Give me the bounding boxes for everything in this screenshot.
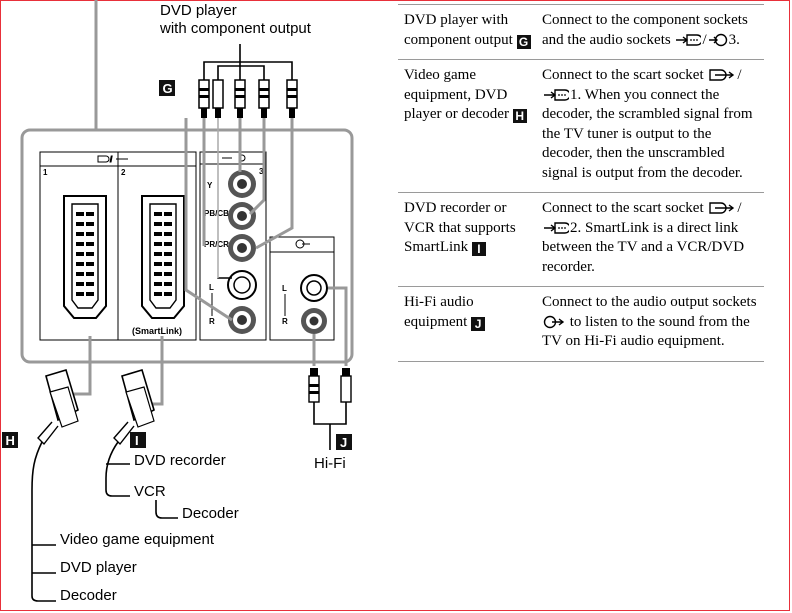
description-text: Connect to the audio output sockets	[542, 294, 757, 310]
description-text-end: 1. When you connect the decoder, the scr…	[542, 86, 753, 181]
connection-diagram: DVD player with component output G	[2, 0, 354, 604]
rca-plugs-top	[198, 79, 298, 118]
device-name: Hi-Fi audio equipment	[404, 294, 474, 330]
description-separator: /	[737, 200, 742, 216]
pb-label: PB/CB	[204, 209, 229, 218]
description-cell: Connect to the scart socket / 2. SmartLin…	[536, 192, 764, 287]
device-h-video-game: Video game equipment	[60, 531, 215, 548]
out-l-label: L	[282, 284, 287, 293]
description-cell: Connect to the scart socket / 1. When you…	[536, 59, 764, 193]
y-label: Y	[207, 181, 213, 190]
slot3-number: 3	[259, 167, 264, 176]
device-i-vcr: VCR	[134, 483, 166, 500]
scart-io-icon	[709, 202, 735, 214]
device-badge: J	[471, 316, 486, 331]
slot2-number: 2	[121, 168, 126, 177]
jack-pb	[228, 202, 256, 230]
device-i-dvd-recorder: DVD recorder	[134, 452, 226, 469]
connection-table: DVD player with component output G Conne…	[398, 4, 764, 362]
l-label: L	[209, 283, 214, 292]
description-text-end: 3.	[728, 31, 740, 48]
r-label: R	[209, 317, 215, 326]
jack-out-r	[301, 308, 327, 334]
device-badge: G	[516, 34, 531, 49]
svg-text:H: H	[6, 433, 15, 448]
scart-socket-1	[63, 195, 107, 319]
input-arrow-icon	[544, 221, 569, 234]
source-label-line2: with component output	[159, 20, 312, 37]
device-cell: Hi-Fi audio equipment J	[398, 286, 536, 362]
device-cell: DVD recorder or VCR that supports SmartL…	[398, 192, 536, 287]
badge-j: J	[336, 434, 352, 450]
jack-y	[228, 170, 256, 198]
hifi-cable-join	[313, 402, 347, 450]
table-row: Hi-Fi audio equipment J Connect to the a…	[398, 286, 764, 362]
scart-plug-i	[113, 369, 155, 446]
audio-out-icon	[543, 315, 565, 328]
scart-io-icon	[709, 69, 735, 81]
component-cable-bundle	[203, 44, 293, 80]
device-name: Video game equipment, DVD player or deco…	[404, 67, 509, 122]
jack-audio-r	[228, 306, 256, 334]
device-cell: DVD player with component output G	[398, 4, 536, 60]
svg-text:I: I	[135, 433, 139, 448]
device-h-dvd-player: DVD player	[60, 559, 137, 576]
input-arrow-icon	[676, 33, 702, 46]
device-badge: I	[471, 242, 486, 256]
description-text: Connect to the component sockets and the…	[542, 12, 748, 48]
device-i-decoder: Decoder	[182, 505, 239, 522]
device-badge: H	[512, 109, 527, 123]
device-h-decoder: Decoder	[60, 587, 117, 604]
scart-socket-2	[141, 195, 185, 319]
description-text-end: 2. SmartLink is a direct link between th…	[542, 219, 745, 275]
description-cell: Connect to the audio output sockets to l…	[536, 286, 764, 362]
tree-h	[31, 441, 56, 602]
svg-text:J: J	[340, 435, 347, 450]
description-text-end: to listen to the sound from the TV on Hi…	[542, 313, 750, 350]
smartlink-label: (SmartLink)	[132, 326, 182, 336]
scart-plug-h	[37, 369, 79, 446]
slot1-number: 1	[43, 168, 48, 177]
jack-pr	[228, 234, 256, 262]
svg-text:/: /	[110, 155, 113, 164]
device-cell: Video game equipment, DVD player or deco…	[398, 59, 536, 193]
tree-i	[105, 441, 178, 519]
badge-g: G	[159, 80, 175, 96]
jack-audio-l	[227, 270, 257, 300]
badge-h: H	[2, 432, 18, 448]
audio-out-header-icon	[295, 239, 310, 249]
hifi-plugs	[308, 368, 352, 403]
out-r-label: R	[282, 317, 288, 326]
svg-text:G: G	[163, 81, 173, 96]
source-label-line1: DVD player	[160, 2, 237, 19]
input-arrow-icon	[544, 88, 569, 101]
table-row: Video game equipment, DVD player or deco…	[398, 59, 764, 193]
device-name: DVD player with component output	[404, 12, 513, 48]
input-circle-icon	[708, 33, 727, 46]
hifi-label: Hi-Fi	[314, 455, 346, 472]
badge-i: I	[130, 432, 146, 448]
description-separator: /	[737, 67, 742, 83]
table-row: DVD player with component output G Conne…	[398, 4, 764, 60]
description-text: Connect to the scart socket	[542, 67, 704, 83]
description-separator: /	[702, 31, 707, 48]
device-name: DVD recorder or VCR that supports SmartL…	[404, 200, 516, 255]
jack-out-l	[300, 274, 328, 302]
component-wires	[184, 118, 294, 322]
description-cell: Connect to the component sockets and the…	[536, 4, 764, 60]
table-row: DVD recorder or VCR that supports SmartL…	[398, 192, 764, 287]
pr-label: PR/CR	[204, 240, 229, 249]
description-text: Connect to the scart socket	[542, 200, 704, 216]
scart-header-icon: /	[97, 155, 128, 165]
hifi-cables	[312, 286, 348, 366]
